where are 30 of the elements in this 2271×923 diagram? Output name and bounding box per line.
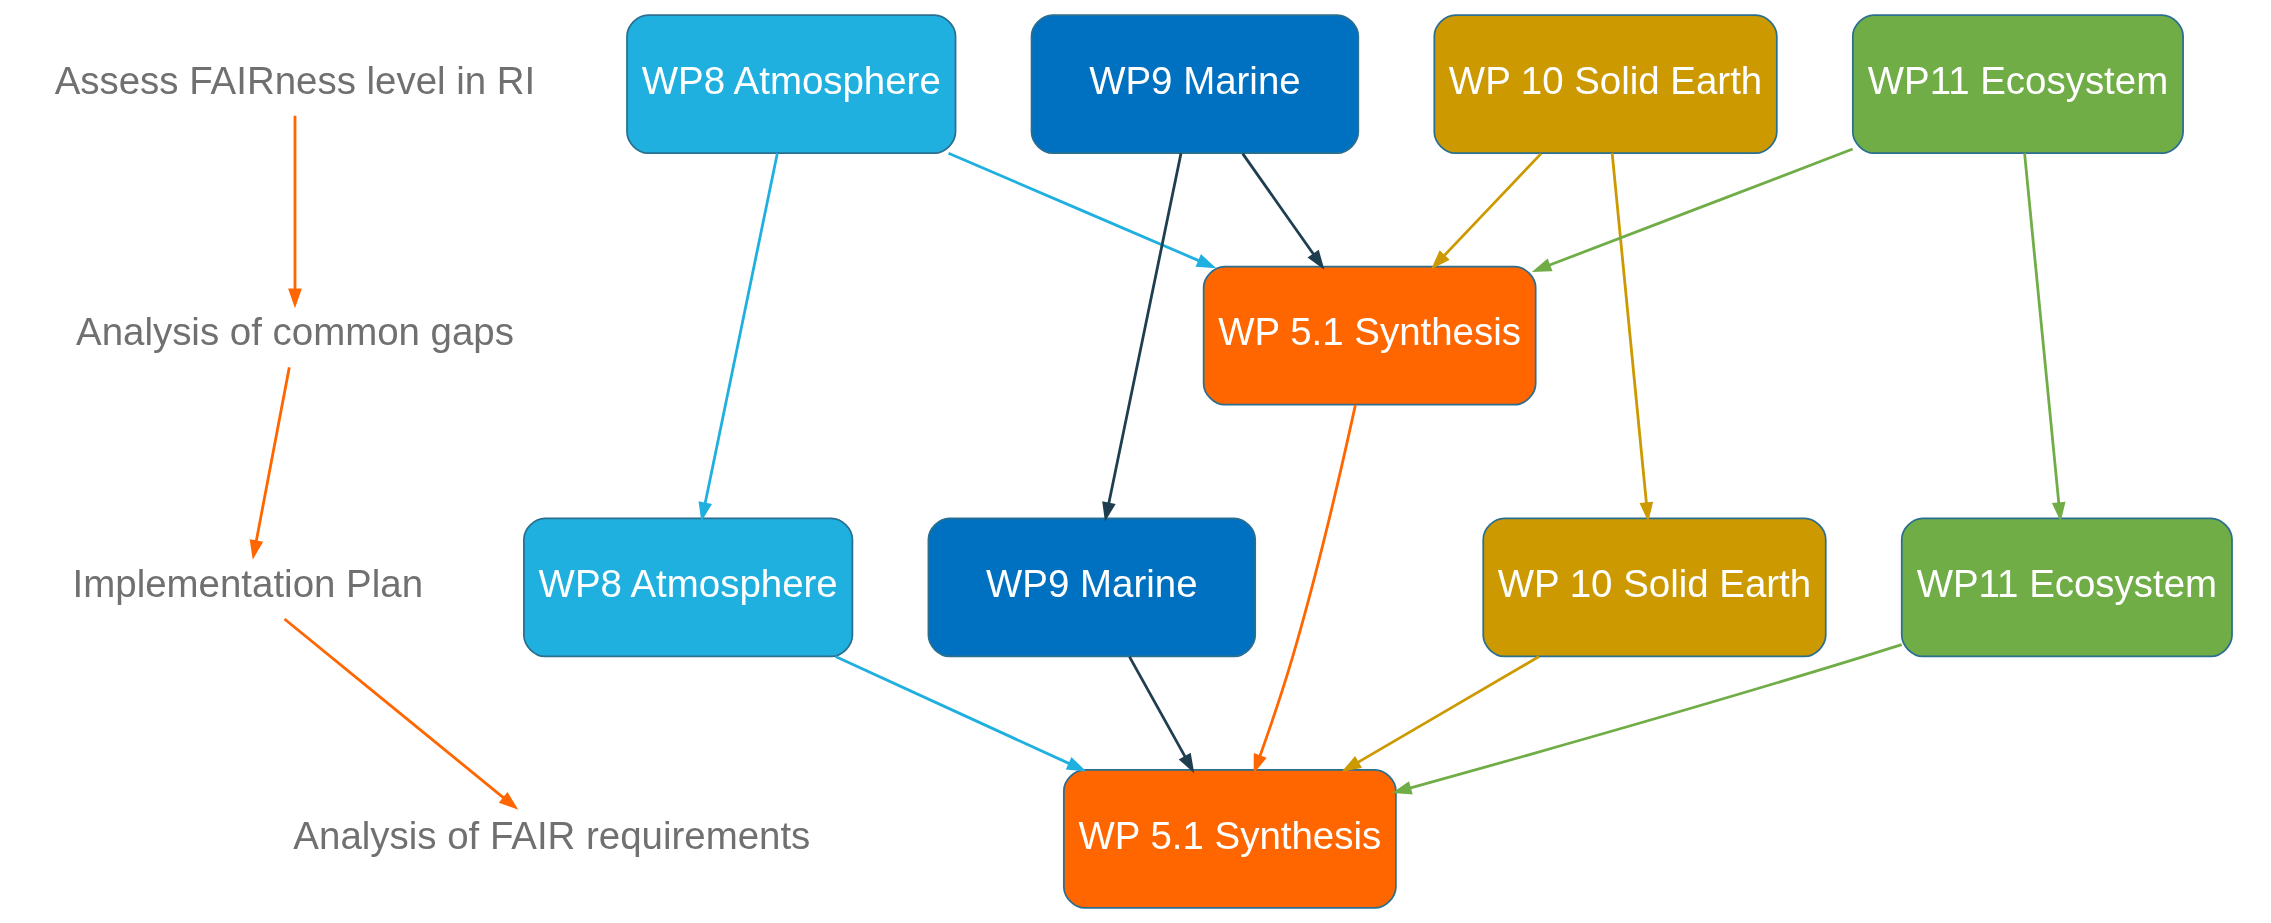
node-box: WP 10 Solid Earth bbox=[1482, 517, 1827, 658]
arrow bbox=[1128, 656, 1195, 774]
arrow bbox=[288, 115, 302, 309]
arrow bbox=[283, 617, 519, 810]
arrow bbox=[1341, 655, 1540, 772]
arrow bbox=[834, 655, 1087, 772]
arrow bbox=[698, 152, 779, 522]
arrow bbox=[1102, 152, 1183, 522]
arrow bbox=[1391, 643, 1903, 795]
node-box: WP 10 Solid Earth bbox=[1433, 14, 1778, 154]
node-text: Assess FAIRness level in RI bbox=[54, 58, 536, 102]
node-box: WP9 Marine bbox=[927, 517, 1257, 658]
node-text: Analysis of FAIR requirements bbox=[293, 813, 811, 857]
node-box: WP9 Marine bbox=[1030, 14, 1360, 154]
arrow bbox=[1431, 152, 1543, 270]
arrow bbox=[948, 152, 1217, 269]
arrow bbox=[1531, 147, 1854, 272]
node-box: WP8 Atmosphere bbox=[523, 517, 854, 658]
node-text: Implementation Plan bbox=[72, 562, 424, 606]
arrow bbox=[1241, 152, 1325, 270]
node-box: WP8 Atmosphere bbox=[626, 14, 957, 154]
arrow bbox=[249, 367, 291, 560]
node-box: WP 5.1 Synthesis bbox=[1063, 769, 1397, 909]
arrow bbox=[2023, 153, 2066, 522]
node-text: Analysis of common gaps bbox=[76, 310, 514, 354]
arrow bbox=[1253, 404, 1357, 774]
node-box: WP11 Ecosystem bbox=[1851, 14, 2184, 154]
node-box: WP 5.1 Synthesis bbox=[1202, 265, 1537, 406]
node-box: WP11 Ecosystem bbox=[1900, 517, 2233, 658]
arrow bbox=[1610, 153, 1654, 522]
